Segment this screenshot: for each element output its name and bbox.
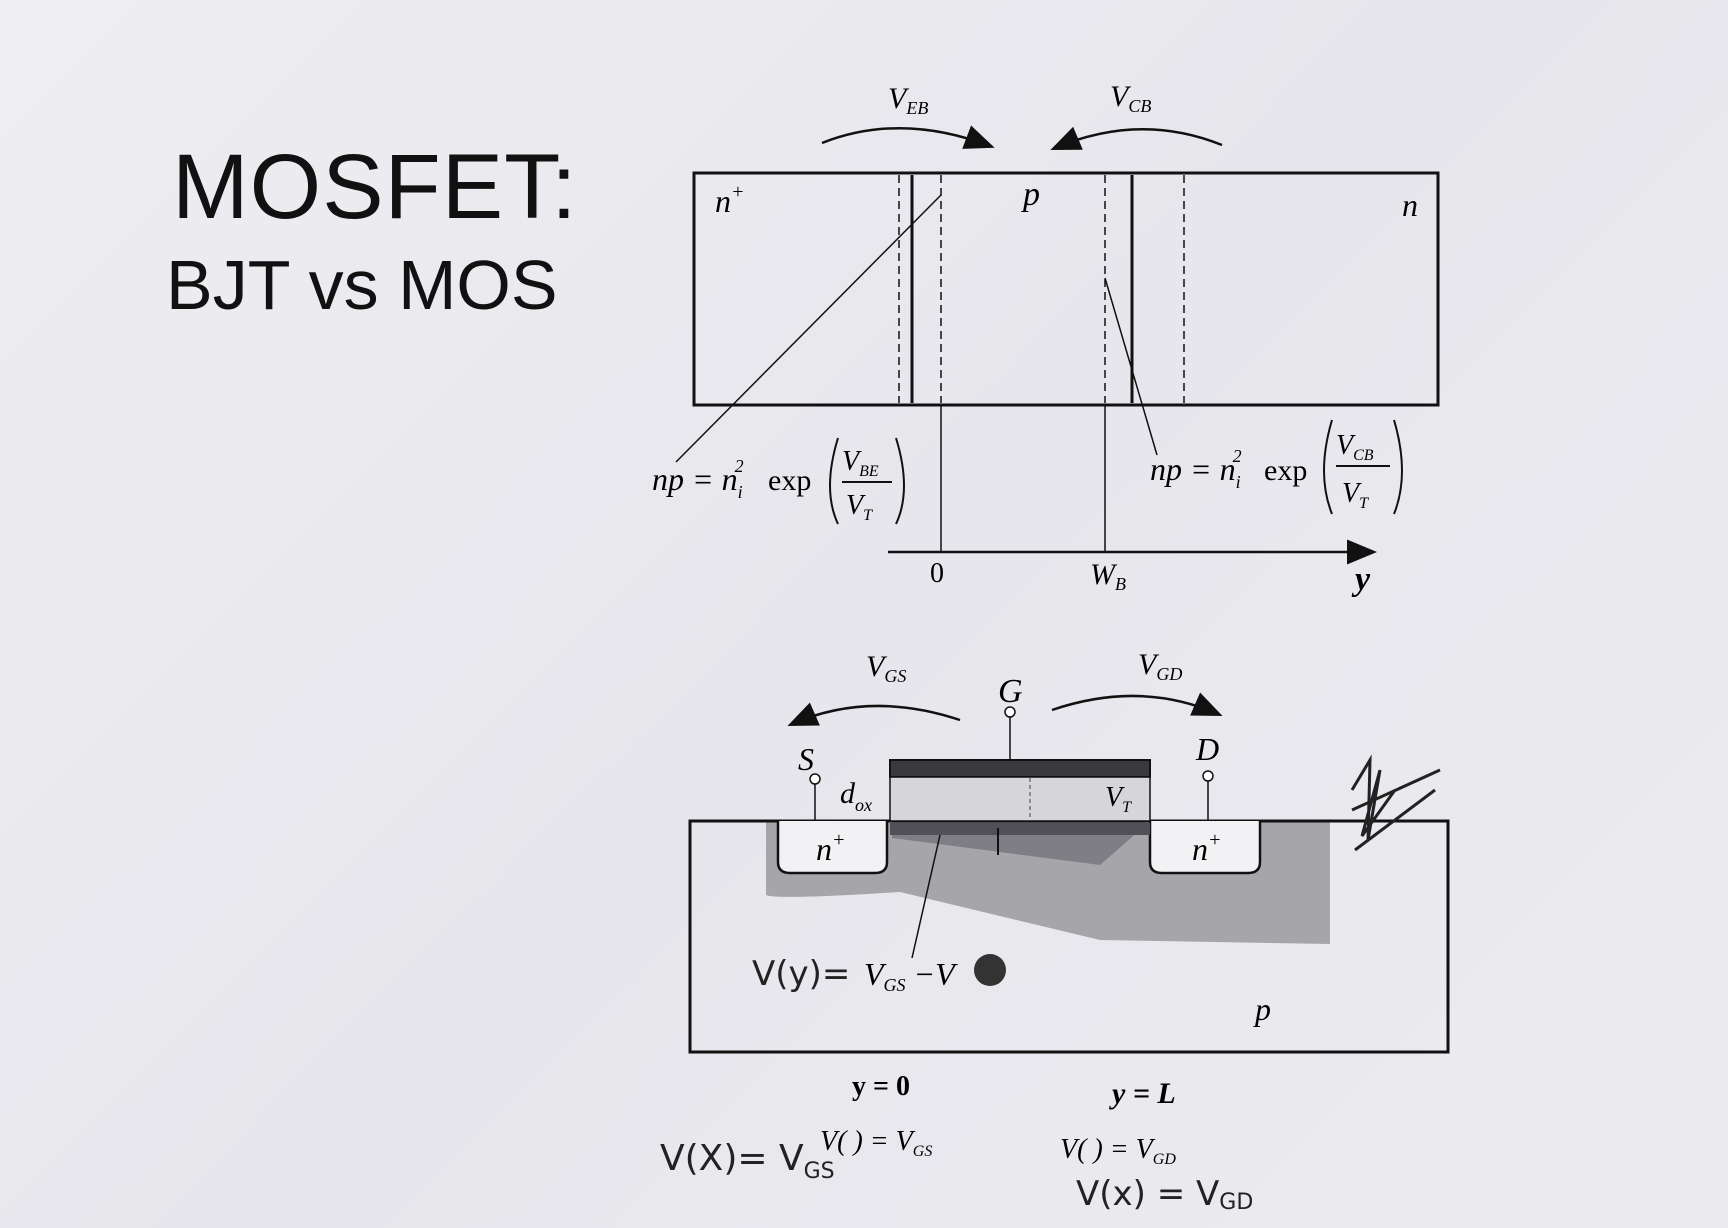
svg-text:VT: VT xyxy=(846,490,873,524)
vy-expression: VGS −V xyxy=(864,956,958,995)
drain-well xyxy=(1148,821,1262,875)
left-eq-pointer xyxy=(675,194,942,463)
right-eq-pointer xyxy=(1104,277,1158,456)
channel-layer xyxy=(890,823,1150,835)
gate-oxide xyxy=(889,776,1151,822)
crossed-out-scribble xyxy=(1350,754,1441,852)
vgs-arrow xyxy=(787,702,961,726)
source-terminal xyxy=(809,773,821,785)
left-equation: np = ni2 exp VBE VT xyxy=(652,437,905,525)
drain-label: D xyxy=(1195,731,1219,767)
collector-label: n xyxy=(1402,187,1418,223)
vgd-label: VGD xyxy=(1138,648,1182,684)
vcb-label: VCB xyxy=(1110,80,1151,116)
vgs-label: VGS xyxy=(866,650,906,686)
svg-text:VBE: VBE xyxy=(842,446,879,480)
vcb-arrow xyxy=(1050,126,1223,150)
dox-label: dox xyxy=(840,777,872,815)
veb-arrow xyxy=(821,125,995,149)
boundary-left: V( ) = VGS xyxy=(820,1126,932,1160)
right-equation: np = ni2 exp VCB VT xyxy=(1150,419,1403,515)
drain-region-label: n+ xyxy=(1192,829,1222,867)
handwritten-vx-right: V(x) = VGD xyxy=(1076,1174,1253,1215)
axis-zero-label: 0 xyxy=(930,558,944,589)
gate-terminal xyxy=(1004,706,1016,718)
svg-text:exp: exp xyxy=(1264,454,1307,487)
scribble-mark xyxy=(974,954,1006,986)
vy-handwritten: V(y)= xyxy=(752,954,850,994)
svg-text:np = ni2: np = ni2 xyxy=(652,456,744,502)
vgd-arrow xyxy=(1051,692,1223,716)
veb-label: VEB xyxy=(888,82,928,118)
substrate-label: p xyxy=(1253,991,1271,1027)
svg-text:VT: VT xyxy=(1342,478,1369,512)
emitter-label: n+ xyxy=(715,181,745,219)
source-label: S xyxy=(798,741,814,777)
axis-wb-label: WB xyxy=(1090,558,1126,594)
y0-label: y = 0 xyxy=(852,1071,910,1102)
page-title: MOSFET: xyxy=(172,136,578,238)
svg-text:exp: exp xyxy=(768,464,811,497)
gate-label: G xyxy=(998,673,1023,710)
vt-label: VT xyxy=(1105,782,1132,816)
source-well xyxy=(776,821,889,875)
source-region-label: n+ xyxy=(816,829,846,867)
bjt-diagram: VEB VCB n+ p n 0 WB y np = ni2 exp xyxy=(652,80,1440,598)
drain-terminal xyxy=(1202,770,1214,782)
vy-pointer xyxy=(911,834,941,959)
boundary-right: V( ) = VGD xyxy=(1060,1134,1176,1168)
bjt-device-box xyxy=(692,171,1440,407)
svg-text:VCB: VCB xyxy=(1336,430,1374,464)
gate-electrode xyxy=(889,759,1151,778)
axis-y-label: y xyxy=(1351,561,1371,598)
yL-label: y = L xyxy=(1109,1077,1176,1110)
svg-text:np = ni2: np = ni2 xyxy=(1150,446,1242,492)
page-subtitle: BJT vs MOS xyxy=(166,246,558,324)
base-label: p xyxy=(1021,176,1040,213)
handwritten-vx-left: V(X)= VGS xyxy=(660,1138,835,1184)
mos-diagram: VGS VGD G S D dox VT n+ n+ p xyxy=(660,648,1450,1215)
